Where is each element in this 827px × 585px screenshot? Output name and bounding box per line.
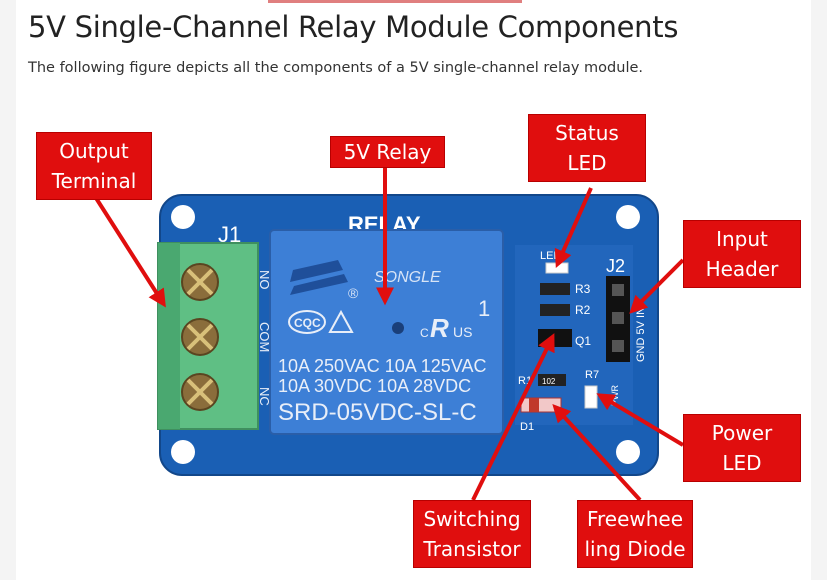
svg-text:R7: R7 bbox=[585, 369, 599, 381]
top-accent-bar bbox=[268, 0, 522, 3]
page-title: 5V Single-Channel Relay Module Component… bbox=[28, 10, 679, 44]
relay-module-diagram: RELAY J1 NO COM NC SONGLE ® CQC C R US 1… bbox=[94, 168, 685, 502]
resistor-r2 bbox=[540, 304, 570, 316]
relay-vent-hole bbox=[392, 322, 404, 334]
mounting-hole bbox=[171, 205, 195, 229]
relay-rating-ac: 10A 250VAC 10A 125VAC bbox=[278, 356, 487, 376]
screw-slot bbox=[186, 268, 214, 296]
terminal-side bbox=[158, 243, 180, 429]
svg-text:D1: D1 bbox=[520, 421, 534, 433]
svg-text:1: 1 bbox=[478, 296, 490, 321]
screw-slot bbox=[186, 378, 214, 406]
arrow-power-led bbox=[596, 393, 685, 447]
terminal-com-label: COM bbox=[257, 322, 272, 352]
status-led-part bbox=[545, 262, 569, 274]
mounting-hole bbox=[616, 205, 640, 229]
diode-d1 bbox=[520, 397, 562, 413]
arrow-freewheeling-diode bbox=[552, 404, 642, 502]
svg-text:Q1: Q1 bbox=[575, 334, 591, 348]
svg-text:C: C bbox=[420, 326, 429, 340]
arrow-switching-transistor bbox=[471, 333, 555, 501]
mounting-hole bbox=[616, 440, 640, 464]
svg-text:®: ® bbox=[348, 285, 359, 301]
songle-logo-stripes bbox=[290, 260, 343, 282]
relay-rating-dc: 10A 30VDC 10A 28VDC bbox=[278, 376, 471, 396]
right-margin bbox=[811, 0, 827, 580]
terminal-no-label: NO bbox=[257, 270, 272, 290]
arrow-output-terminal bbox=[94, 196, 166, 308]
screw-slot bbox=[186, 323, 214, 351]
label-5v-relay: 5V Relay bbox=[330, 136, 445, 168]
pointer-arrows bbox=[94, 168, 685, 502]
header-pin-labels: GND 5V IN bbox=[635, 307, 647, 362]
relay-model: SRD-05VDC-SL-C bbox=[278, 399, 477, 426]
resistor-r1 bbox=[538, 374, 566, 386]
arrow-input-header bbox=[629, 258, 685, 314]
relay-module-figure: RELAY J1 NO COM NC SONGLE ® CQC C R US 1… bbox=[28, 100, 808, 580]
terminal-labels: NO COM NC bbox=[257, 270, 272, 406]
transistor-q1 bbox=[538, 329, 572, 347]
svg-text:CQC: CQC bbox=[294, 316, 321, 330]
relay-brand: SONGLE bbox=[374, 269, 441, 286]
svg-text:102: 102 bbox=[542, 377, 556, 386]
intro-text: The following figure depicts all the com… bbox=[28, 60, 643, 76]
terminal-nc-label: NC bbox=[257, 387, 272, 406]
left-margin bbox=[0, 0, 16, 580]
j2-label: J2 bbox=[606, 256, 625, 276]
j1-label: J1 bbox=[218, 222, 241, 247]
mounting-hole bbox=[171, 440, 195, 464]
svg-text:US: US bbox=[453, 324, 472, 340]
svg-text:R2: R2 bbox=[575, 303, 591, 317]
triangle-mark bbox=[328, 309, 354, 333]
power-led-part bbox=[584, 385, 598, 409]
arrow-status-led bbox=[554, 187, 593, 268]
svg-text:R3: R3 bbox=[575, 282, 591, 296]
resistor-r3 bbox=[540, 283, 570, 295]
svg-text:R: R bbox=[430, 313, 449, 343]
cqc-mark bbox=[288, 310, 326, 334]
